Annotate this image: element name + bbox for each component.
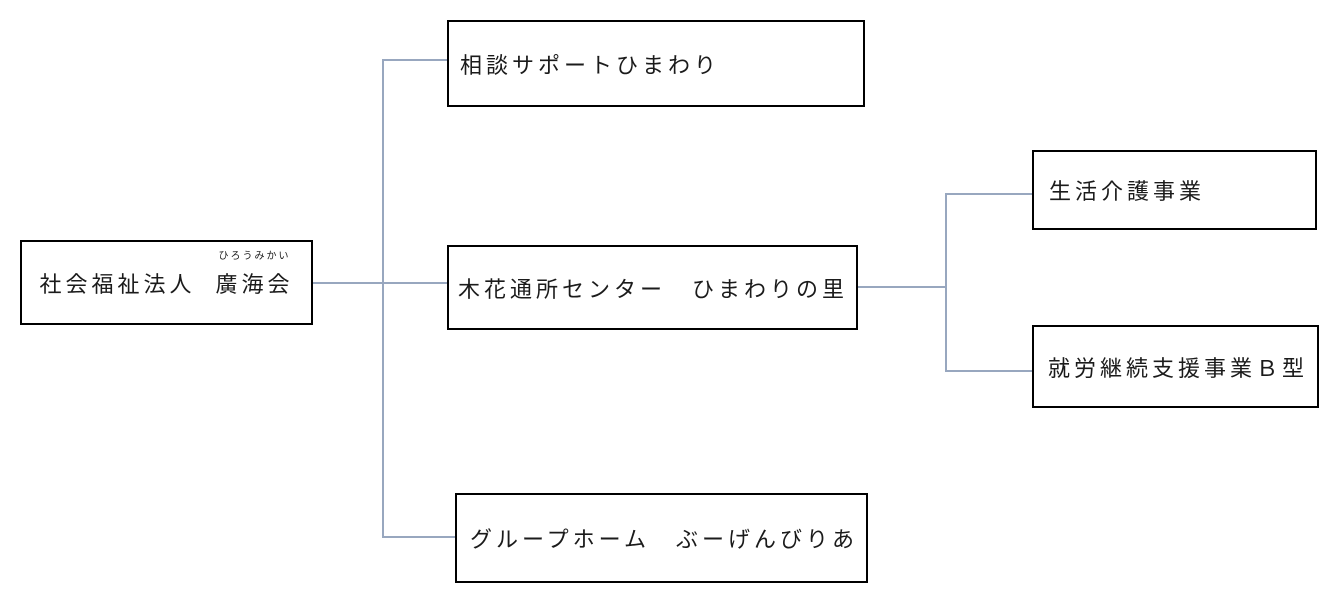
org-type-text: 社会福祉法人 bbox=[39, 271, 196, 297]
connector-middle-to-right-trunk-horizontal bbox=[858, 286, 945, 288]
connector-branch-bottom-horizontal bbox=[382, 536, 455, 538]
node-label: グループホーム ぶーげんびりあ bbox=[470, 527, 859, 552]
furigana-annotation: ひろうみかい bbox=[218, 250, 291, 262]
node-seikatsu-kaigo-jigyou: 生活介護事業 bbox=[1032, 150, 1317, 230]
org-name-with-furigana: ひろうみかい廣海会 bbox=[215, 251, 294, 299]
connector-right-top-horizontal bbox=[945, 193, 1032, 195]
node-soudan-support-himawari: 相談サポートひまわり bbox=[447, 20, 865, 107]
node-konohana-tsuusho-center: 木花通所センター ひまわりの里 bbox=[447, 245, 858, 330]
node-label: 木花通所センター ひまわりの里 bbox=[458, 276, 849, 302]
connector-root-to-middle-horizontal bbox=[313, 282, 447, 284]
node-shakaifukushi-houjin-root: 社会福祉法人ひろうみかい廣海会 bbox=[20, 240, 313, 325]
node-label: 就労継続支援事業Ｂ型 bbox=[1048, 355, 1309, 381]
org-name-text: 廣海会 bbox=[215, 271, 294, 297]
node-shuurou-keizoku-shien-b: 就労継続支援事業Ｂ型 bbox=[1032, 325, 1319, 408]
connector-right-bottom-horizontal bbox=[945, 370, 1032, 372]
node-label: 相談サポートひまわり bbox=[460, 52, 721, 78]
connector-left-trunk-vertical bbox=[382, 59, 384, 537]
node-label: 社会福祉法人ひろうみかい廣海会 bbox=[39, 251, 294, 299]
node-label: 生活介護事業 bbox=[1049, 179, 1206, 204]
connector-branch-top-horizontal bbox=[382, 59, 447, 61]
node-grouphome-bougainvillea: グループホーム ぶーげんびりあ bbox=[455, 493, 868, 583]
connector-right-trunk-vertical bbox=[945, 193, 947, 371]
